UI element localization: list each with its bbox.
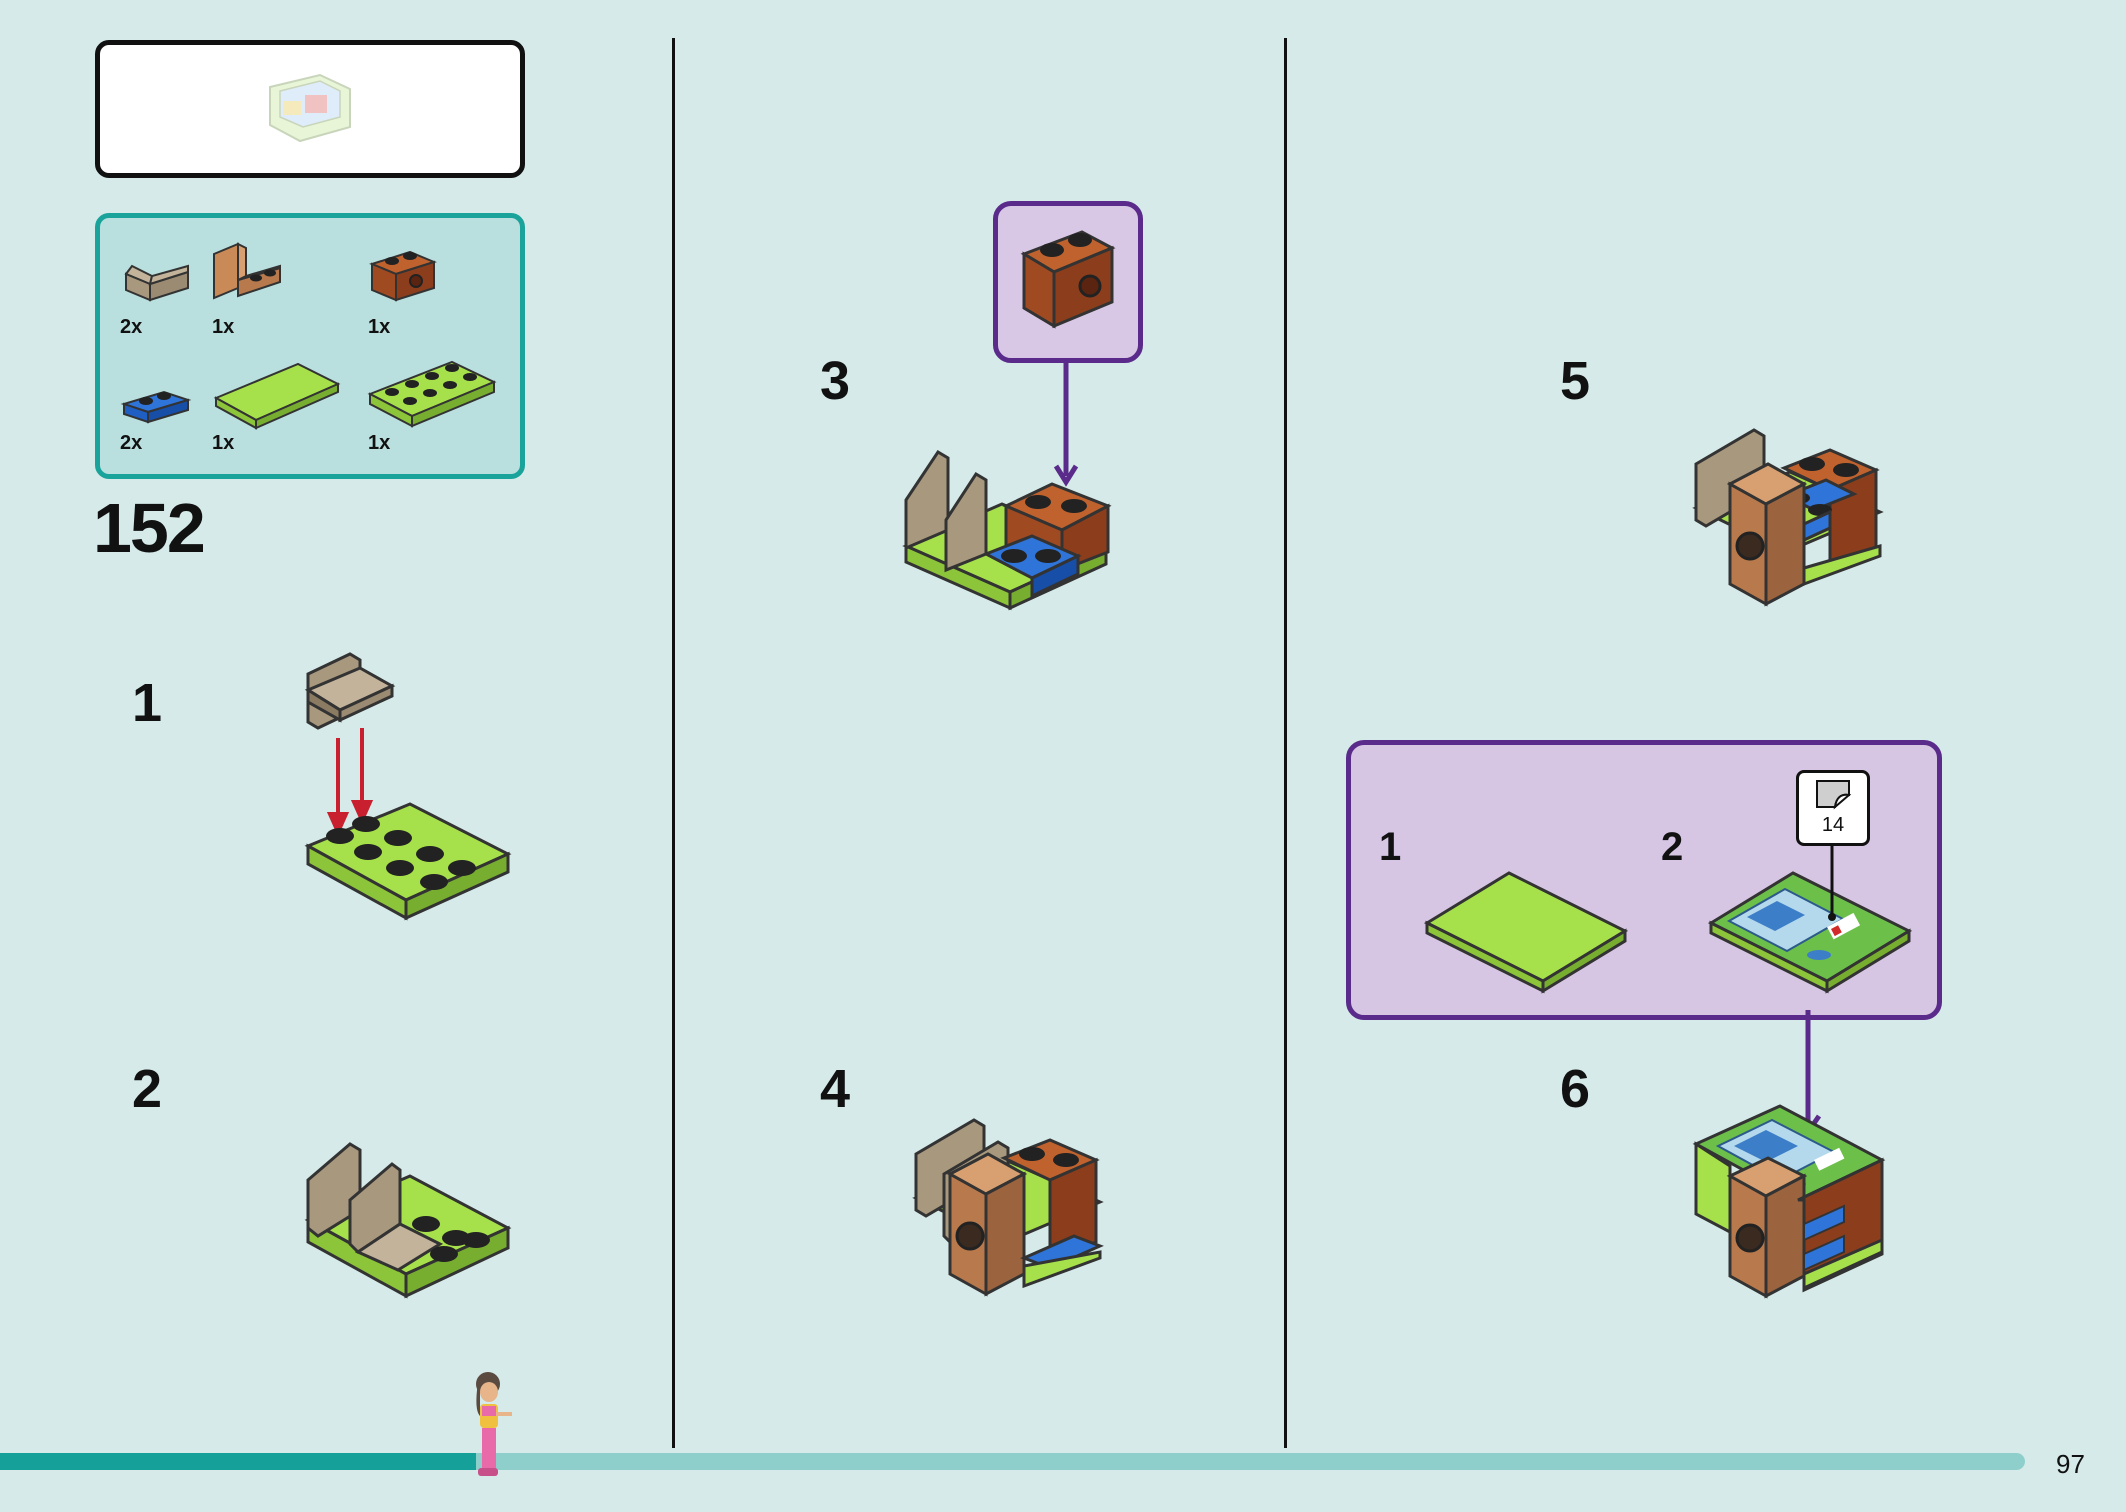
sticker-number: 14 bbox=[1821, 814, 1845, 836]
progress-bar-track bbox=[0, 1453, 2025, 1470]
nougat-bracket-part-icon bbox=[213, 242, 281, 300]
step-3-callout bbox=[993, 201, 1143, 363]
substep-2-stickered-tile bbox=[1707, 871, 1913, 994]
substep-number-2: 2 bbox=[1661, 825, 1684, 869]
step-4-illustration bbox=[912, 1118, 1104, 1297]
step-number-1: 1 bbox=[132, 673, 163, 733]
part-qty-nougat-bracket: 1x bbox=[212, 316, 235, 338]
sticker-sheet-reference: 14 bbox=[1796, 770, 1870, 846]
finished-model-thumbnail bbox=[269, 73, 351, 143]
lime-tile-part-icon bbox=[213, 362, 341, 430]
column-divider-right bbox=[1284, 38, 1287, 1448]
step-number-4: 4 bbox=[820, 1059, 851, 1119]
progress-bar-fill bbox=[0, 1453, 476, 1470]
substep-number-1: 1 bbox=[1379, 825, 1402, 869]
sticker-leader-line bbox=[1828, 841, 1836, 921]
part-qty-tan-bracket: 2x bbox=[120, 316, 143, 338]
step-2-illustration bbox=[304, 1142, 512, 1299]
submodel-indicator-box bbox=[95, 40, 525, 178]
step-1-illustration bbox=[304, 652, 512, 921]
blue-plate-part-icon bbox=[120, 390, 192, 424]
substep-1-lime-tile bbox=[1423, 871, 1629, 994]
page-folio: 97 bbox=[2056, 1449, 2085, 1479]
step-3-down-arrow bbox=[1053, 358, 1079, 487]
part-qty-lime-plate: 1x bbox=[368, 432, 391, 454]
column-divider-left bbox=[672, 38, 675, 1448]
callout-brown-brick-icon bbox=[1020, 230, 1116, 329]
part-qty-lime-tile: 1x bbox=[212, 432, 235, 454]
lime-plate-part-icon bbox=[367, 360, 497, 428]
parts-list-panel: 2x 1x 1x 2x 1x bbox=[95, 213, 525, 479]
step-number-5: 5 bbox=[1560, 351, 1591, 411]
step-number-6: 6 bbox=[1560, 1059, 1591, 1119]
step-number-2: 2 bbox=[132, 1059, 163, 1119]
brown-brick-part-icon bbox=[369, 250, 437, 302]
part-qty-blue-plate: 2x bbox=[120, 432, 143, 454]
minidoll-progress-marker bbox=[476, 1372, 512, 1476]
sticker-page-curl-icon bbox=[1816, 780, 1852, 810]
step-5-illustration bbox=[1692, 428, 1884, 607]
tan-bracket-part-icon bbox=[124, 264, 189, 302]
build-page-number: 152 bbox=[93, 489, 206, 567]
step-3-illustration bbox=[902, 449, 1112, 611]
step-6-illustration bbox=[1692, 1104, 1886, 1299]
step-number-3: 3 bbox=[820, 351, 851, 411]
part-qty-brown-brick: 1x bbox=[368, 316, 391, 338]
